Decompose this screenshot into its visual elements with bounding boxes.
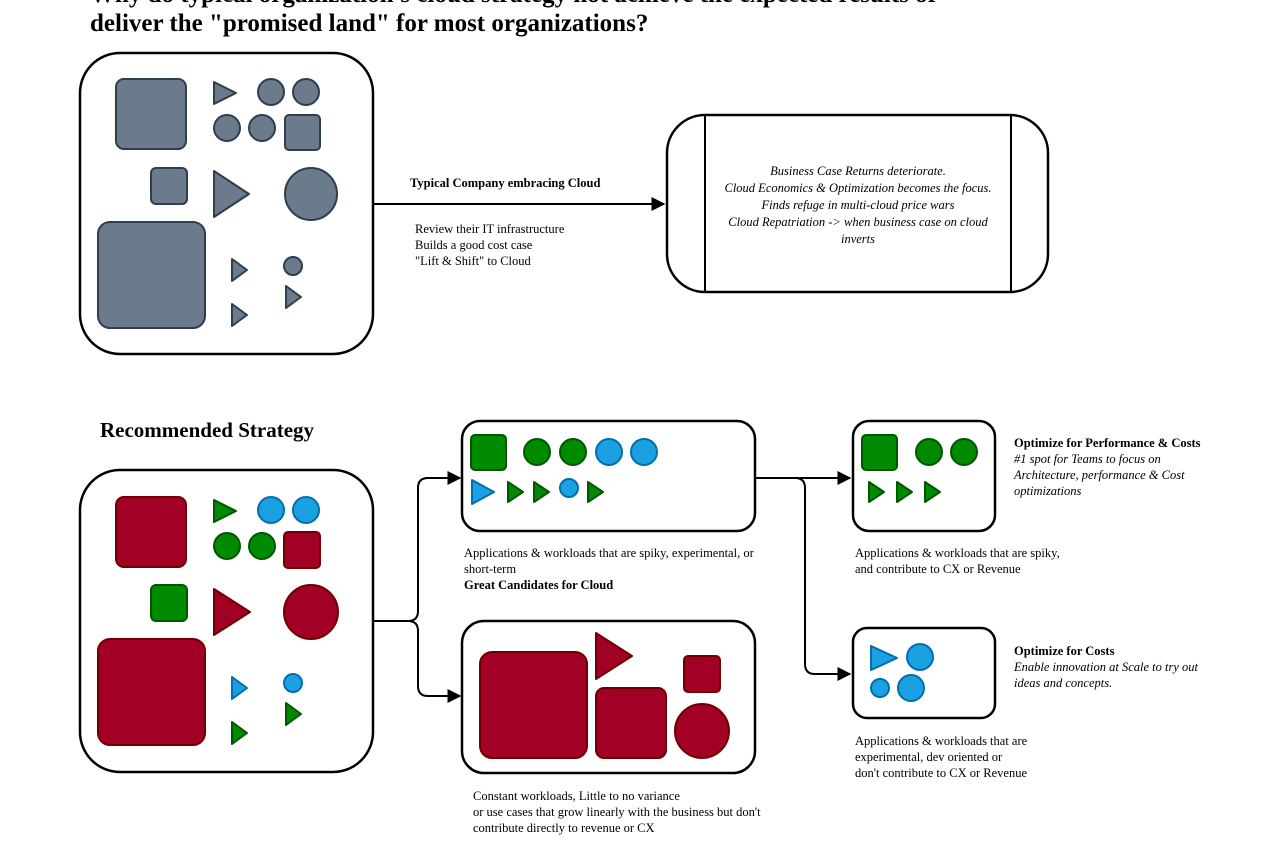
outcome-line-3: Finds refuge in multi-cloud price wars <box>761 198 955 212</box>
outcome-line-1: Business Case Returns deteriorate. <box>770 164 946 178</box>
perf-note-line-3: optimizations <box>1014 484 1082 498</box>
recommended-infra-box <box>78 468 375 774</box>
outcome-line-2: Cloud Economics & Optimization becomes t… <box>724 181 992 195</box>
perf-optimize-box <box>851 419 997 533</box>
cost-note-line-2: ideas and concepts. <box>1014 676 1113 690</box>
perf-title: Optimize for Performance & Costs <box>1014 436 1201 450</box>
outcome-line-5: inverts <box>840 232 876 246</box>
cloud-candidates-box <box>460 419 757 533</box>
typical-steps: Review their IT infrastructure Builds a … <box>415 221 564 269</box>
typical-arrow-label: Typical Company embracing Cloud <box>410 176 601 190</box>
perf-note-line-1: #1 spot for Teams to focus on <box>1014 452 1161 466</box>
recommended-title: Recommended Strategy <box>100 418 315 442</box>
constant-desc-line-3: contribute directly to revenue or CX <box>473 821 655 835</box>
title-line-1: Why do typical organization's cloud stra… <box>90 0 939 9</box>
cloud-desc-bold: Great Candidates for Cloud <box>464 578 614 592</box>
cloud-group-desc: Applications & workloads that are spiky,… <box>464 545 754 593</box>
step-3: "Lift & Shift" to Cloud <box>415 254 531 268</box>
outcome-text: Business Case Returns deteriorate. Cloud… <box>705 163 1011 248</box>
cost-optimize-box <box>851 626 997 720</box>
perf-group-desc: Applications & workloads that are spiky,… <box>855 545 1060 577</box>
cost-group-desc: Applications & workloads that are experi… <box>855 733 1027 781</box>
split-arrow-cloud <box>373 471 462 622</box>
branch-arrow-cost <box>755 477 852 681</box>
cost-note-line-1: Enable innovation at Scale to try out <box>1014 660 1198 674</box>
perf-desc-line-1: Applications & workloads that are spiky, <box>855 546 1060 560</box>
outcome-box <box>665 113 1050 294</box>
constant-workloads-box <box>460 619 757 775</box>
cost-desc-line-3: don't contribute to CX or Revenue <box>855 766 1028 780</box>
step-1: Review their IT infrastructure <box>415 222 565 236</box>
perf-group-note: Optimize for Performance & Costs #1 spot… <box>1014 435 1201 499</box>
cost-title: Optimize for Costs <box>1014 644 1115 658</box>
typical-infra-box <box>78 51 375 356</box>
page-title: Why do typical organization's cloud stra… <box>90 0 939 38</box>
perf-note-line-2: Architecture, performance & Cost <box>1014 468 1185 482</box>
title-line-2: deliver the "promised land" for most org… <box>90 10 649 37</box>
cloud-desc-line-1: Applications & workloads that are spiky,… <box>464 546 754 560</box>
cost-desc-line-2: experimental, dev oriented or <box>855 750 1003 764</box>
constant-desc-line-2: or use cases that grow linearly with the… <box>473 805 761 819</box>
outcome-line-4: Cloud Repatriation -> when business case… <box>728 215 988 229</box>
cost-desc-line-1: Applications & workloads that are <box>855 734 1028 748</box>
cloud-desc-line-2: short-term <box>464 562 517 576</box>
constant-group-desc: Constant workloads, Little to no varianc… <box>473 788 761 836</box>
split-arrow-constant <box>373 620 462 703</box>
cost-group-note: Optimize for Costs Enable innovation at … <box>1014 643 1198 691</box>
perf-desc-line-2: and contribute to CX or Revenue <box>855 562 1021 576</box>
constant-desc-line-1: Constant workloads, Little to no varianc… <box>473 789 680 803</box>
step-2: Builds a good cost case <box>415 238 533 252</box>
